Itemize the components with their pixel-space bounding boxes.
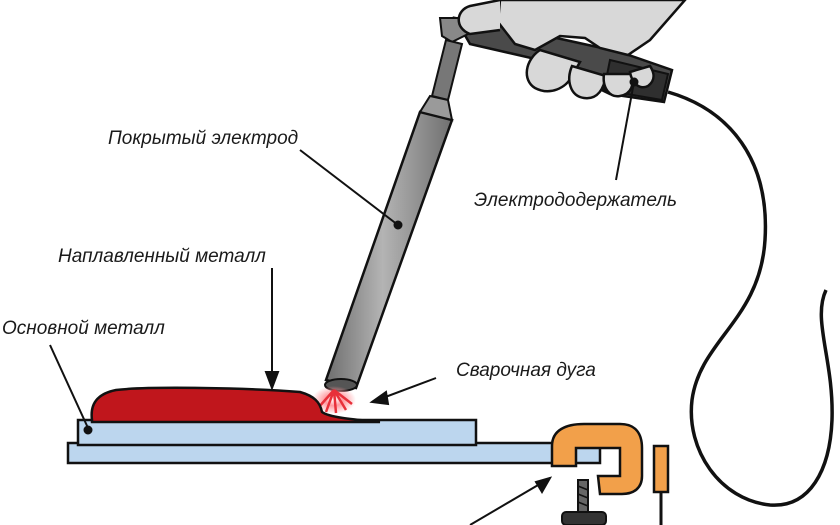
welding-cable — [667, 90, 834, 507]
label-deposited-metal: Наплавленный металл — [58, 246, 266, 267]
ground-clamp — [550, 422, 670, 525]
welder-glove — [457, 0, 687, 100]
leader-electrode — [299, 149, 399, 226]
leader-holder — [615, 81, 635, 181]
leader-lines — [49, 77, 639, 525]
label-coated-electrode: Покрытый электрод — [108, 128, 298, 149]
label-welding-arc: Сварочная дуга — [456, 360, 596, 381]
holder-stem — [430, 38, 464, 102]
base-metal-plate — [76, 418, 478, 447]
deposited-metal-bead — [90, 386, 381, 424]
coated-electrode — [324, 94, 454, 392]
leader-base — [49, 344, 89, 429]
welding-arc — [312, 386, 356, 414]
leader-clamp — [469, 477, 551, 525]
label-electrode-holder: Электрододержатель — [474, 190, 677, 211]
label-base-metal: Основной металл — [2, 318, 165, 339]
